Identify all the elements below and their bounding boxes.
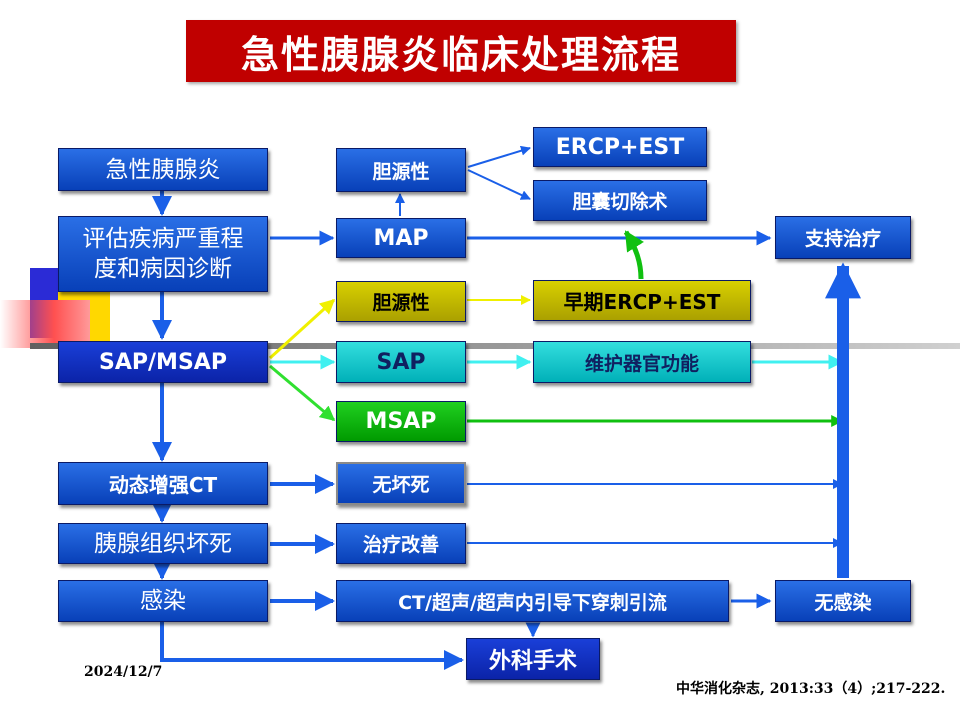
- box-ercp-est: ERCP+EST: [533, 127, 707, 167]
- box-no-infection: 无感染: [775, 580, 911, 622]
- decor-red-glow: [0, 300, 90, 348]
- arrow-biliary-to-chole: [467, 169, 531, 200]
- box-sap: SAP: [336, 341, 466, 383]
- box-supportive: 支持治疗: [775, 216, 911, 259]
- box-cholecystectomy: 胆囊切除术: [533, 180, 707, 221]
- box-msap: MSAP: [336, 401, 466, 442]
- box-necrosis: 胰腺组织坏死: [58, 523, 268, 564]
- footer-citation: 中华消化杂志, 2013:33（4）;217-222.: [676, 681, 946, 697]
- arrow-early-ercp-to-chole: [623, 230, 645, 280]
- box-assess-severity: 评估疾病严重程 度和病因诊断: [58, 216, 268, 292]
- box-no-necrosis: 无坏死: [336, 462, 466, 505]
- box-acute-pancreatitis: 急性胰腺炎: [58, 148, 268, 191]
- box-infection: 感染: [58, 580, 268, 622]
- box-early-ercp: 早期ERCP+EST: [533, 280, 751, 321]
- arrow-infection-to-surgery: [160, 622, 464, 670]
- box-surgery: 外科手术: [466, 638, 600, 680]
- box-map: MAP: [336, 218, 466, 258]
- box-ct-drainage: CT/超声/超声内引导下穿刺引流: [336, 580, 729, 622]
- decor-divider-line: [30, 343, 960, 349]
- arrow-sap-to-biliary: [268, 298, 336, 360]
- footer-date: 2024/12/7: [84, 664, 163, 680]
- arrow-sapmsap-to-msap: [269, 364, 336, 422]
- assess-line-1: 评估疾病严重程: [82, 226, 244, 252]
- page-title: 急性胰腺炎临床处理流程: [186, 20, 736, 82]
- box-dynamic-ct: 动态增强CT: [58, 462, 268, 505]
- arrow-biliary-to-ercp: [467, 145, 531, 168]
- box-sap-msap: SAP/MSAP: [58, 341, 268, 383]
- box-organ-support: 维护器官功能: [533, 341, 751, 383]
- box-improve: 治疗改善: [336, 523, 466, 564]
- assess-line-2: 度和病因诊断: [94, 256, 232, 282]
- box-biliary-top: 胆源性: [336, 148, 466, 192]
- box-biliary-mid: 胆源性: [336, 281, 466, 322]
